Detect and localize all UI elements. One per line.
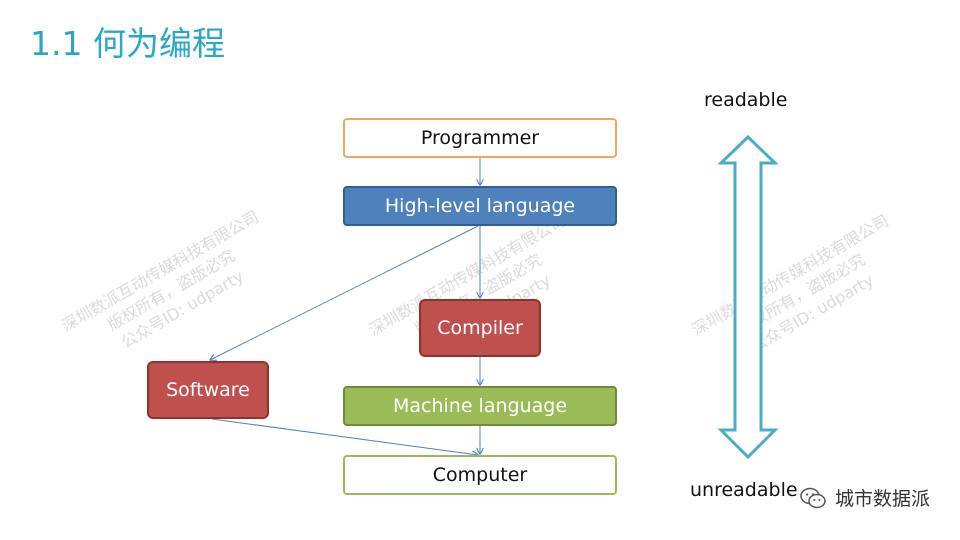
software-box: Software: [147, 361, 269, 419]
wechat-icon: [800, 487, 826, 508]
watermark-copyright: 版权所有，盗版必究: [104, 245, 239, 335]
unreadable-label: unreadable: [690, 479, 798, 501]
brand-name: 城市数据派: [834, 488, 930, 510]
page-title: 1.1 何为编程: [30, 24, 225, 63]
programmer-box: Programmer: [343, 118, 617, 158]
high-level-language-box: High-level language: [343, 186, 617, 226]
compiler-box: Compiler: [419, 299, 541, 357]
watermark-1: 深圳数派互动传媒科技有限公司 版权所有，盗版必究 公众号ID: udparty: [58, 206, 285, 375]
watermark-3: 深圳数派互动传媒科技有限公司 版权所有，盗版必究 公众号ID: udparty: [688, 210, 915, 379]
computer-box: Computer: [343, 455, 617, 495]
machine-language-box: Machine language: [343, 386, 617, 426]
brand-watermark: 城市数据派: [798, 484, 930, 511]
readable-label: readable: [704, 89, 788, 111]
watermark-copyright: 版权所有，盗版必究: [734, 249, 869, 339]
